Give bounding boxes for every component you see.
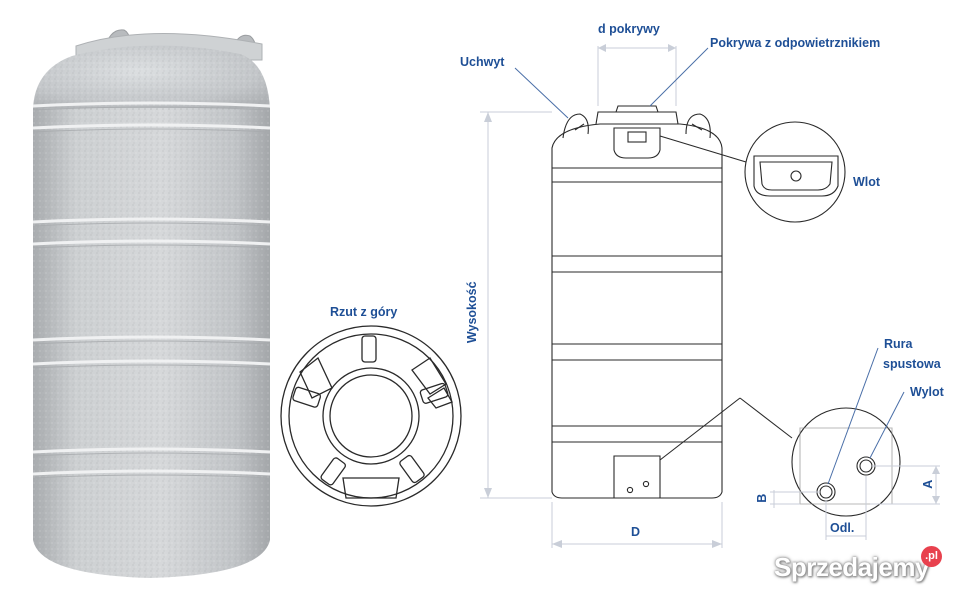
watermark-text: Sprzedajemy — [774, 552, 929, 582]
inlet-detail-callout — [659, 121, 846, 223]
label-d-pokrywy: d pokrywy — [598, 22, 660, 36]
tank-technical-drawing — [551, 105, 723, 499]
label-uchwyt: Uchwyt — [460, 55, 505, 69]
leader-lines — [514, 47, 905, 485]
watermark-badge: .pl — [921, 546, 942, 567]
label-dimension-a: A — [920, 479, 935, 489]
label-wysokosc: Wysokość — [464, 281, 479, 344]
dimension-arrows — [484, 44, 940, 548]
tank-photo — [32, 29, 271, 578]
label-pokrywa: Pokrywa z odpowietrznikiem — [710, 36, 881, 50]
label-dimension-d: D — [631, 525, 641, 539]
label-dimension-odl: Odl. — [830, 521, 855, 535]
label-rura: Rura — [884, 337, 913, 351]
outlet-detail-callout — [659, 397, 901, 517]
label-wlot: Wlot — [853, 175, 881, 189]
label-wylot: Wylot — [910, 385, 944, 399]
top-view-drawing — [280, 325, 462, 507]
dimension-lines — [480, 46, 940, 548]
label-rzut-z-gory: Rzut z góry — [330, 305, 398, 319]
label-dimension-b: B — [754, 493, 769, 503]
label-spustowa: spustowa — [883, 357, 941, 371]
